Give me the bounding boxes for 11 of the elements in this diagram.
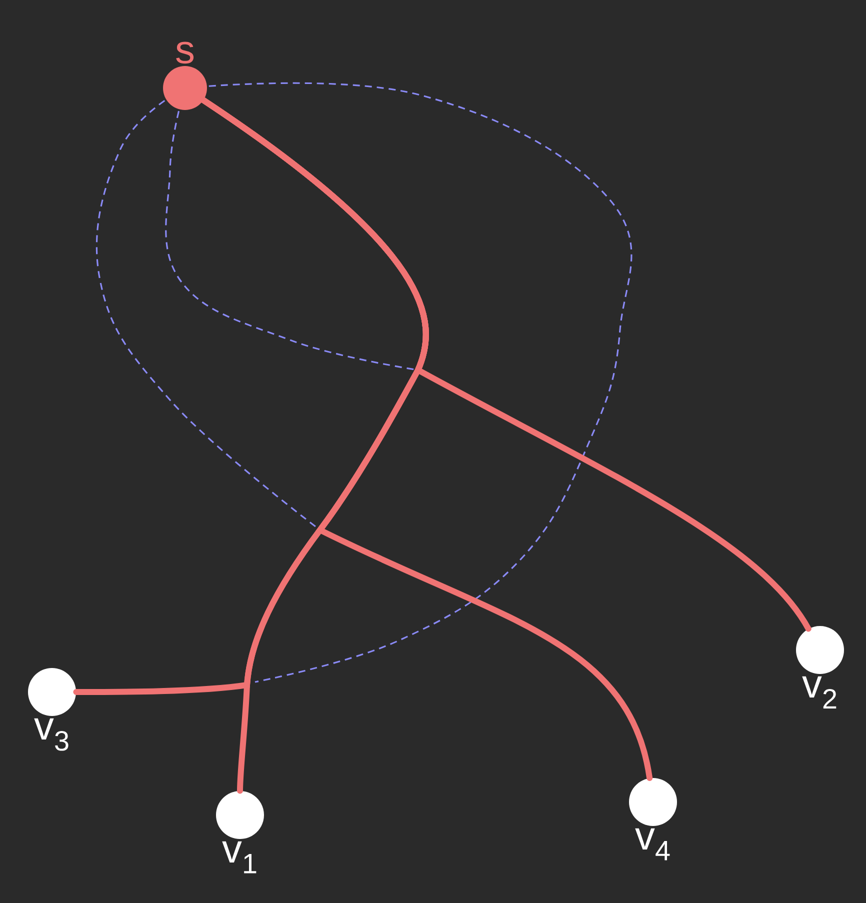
node-label: v$_{4}$ (635, 828, 670, 860)
node-label: v$_{3}$ (34, 718, 68, 751)
vertex: v$_{3}$ (28, 668, 76, 751)
vertex: v$_{1}$ (216, 791, 264, 874)
vertex: s (163, 42, 207, 110)
vertex: v$_{2}$ (796, 626, 844, 708)
tree-branch (200, 97, 653, 782)
node-label: s (176, 42, 194, 64)
vertex: v$_{4}$ (629, 778, 677, 860)
node-label: v$_{2}$ (802, 676, 836, 709)
node-label: v$_{1}$ (222, 841, 256, 874)
